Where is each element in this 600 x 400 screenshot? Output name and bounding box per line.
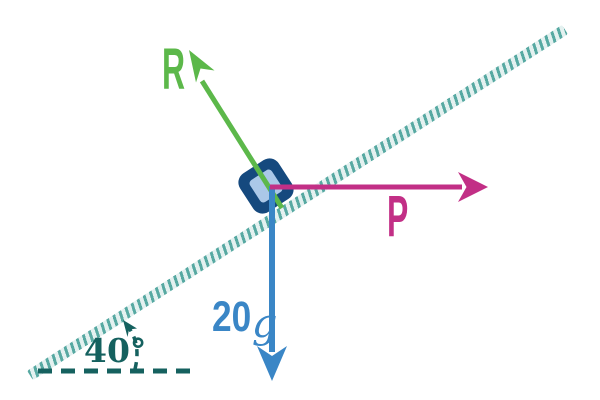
reaction-arrow-shaft [199,79,285,210]
applied-force-label: P [387,184,409,249]
reaction-arrowhead-icon [189,50,215,83]
reaction-force-arrow [189,50,285,210]
incline-angle-label: 40° [84,331,147,370]
angle-arc-arrow [123,320,139,370]
weight-value: 20 [212,293,252,341]
reaction-force-label: R [162,37,186,102]
applied-arrowhead-icon [458,172,488,202]
weight-symbol: g [251,301,278,347]
weight-force-label: 20g [212,293,278,347]
weight-force-arrow [257,186,287,381]
applied-force-arrow [270,172,488,202]
weight-arrowhead-icon [257,346,287,381]
angle-arc [127,326,139,370]
angle-arrowhead-icon [123,320,137,337]
